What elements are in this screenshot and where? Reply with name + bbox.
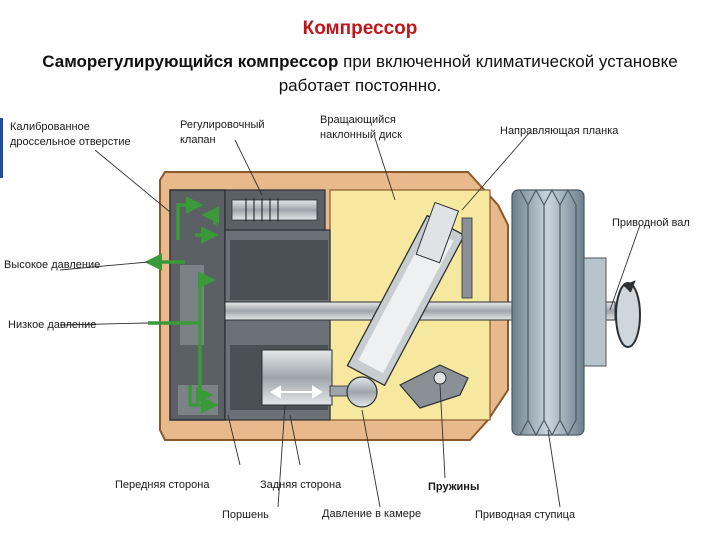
label-piston: Поршень — [222, 509, 269, 521]
subtitle-bold: Саморегулирующийся компрессор — [42, 52, 339, 71]
label-low-pressure: Низкое давление — [8, 319, 97, 331]
linkage-pin — [433, 371, 447, 385]
piston-body — [261, 349, 333, 406]
label-front-side: Передняя сторона — [115, 479, 210, 491]
drive-pulley — [511, 188, 607, 437]
label-springs: Пружины — [428, 481, 480, 493]
head-channel-lower — [178, 385, 218, 415]
label-swash-plate-line1: Вращающийся — [320, 114, 396, 126]
rotation-arrow-icon — [615, 280, 641, 348]
cylinder-upper — [230, 240, 328, 300]
spring-linkage — [399, 364, 469, 409]
page-title: Компрессор — [302, 18, 418, 39]
piston-motion-arrow-icon — [270, 385, 323, 399]
swash-guide-rod — [415, 201, 460, 264]
label-calibrated-orifice-line1: Калиброванное — [10, 121, 90, 133]
control-valve-spool — [231, 199, 318, 221]
label-swash-plate-line2: наклонный диск — [320, 129, 402, 141]
label-drive-hub: Приводная ступица — [475, 509, 576, 521]
label-drive-shaft: Приводной вал — [612, 217, 690, 229]
guide-bar — [461, 217, 473, 299]
label-rear-side: Задняя сторона — [260, 479, 342, 491]
callout-lines — [59, 131, 641, 508]
label-high-pressure: Высокое давление — [4, 259, 101, 271]
flow-arrow-icon — [144, 196, 219, 414]
piston-ball-joint — [346, 376, 378, 408]
label-chamber-pressure: Давление в камере — [322, 508, 422, 520]
subtitle-rest: при включенной климатической установке р… — [278, 52, 678, 95]
label-calibrated-orifice-line2: дроссельное отверстие — [10, 136, 131, 148]
label-guide-bar: Направляющая планка — [500, 125, 619, 137]
label-control-valve-line1: Регулировочный — [180, 119, 265, 131]
label-control-valve-line2: клапан — [180, 134, 216, 146]
control-valve-spring — [245, 198, 279, 222]
edge-bar — [0, 118, 3, 178]
page-subtitle: Саморегулирующийся компрессор при включе… — [20, 50, 700, 98]
